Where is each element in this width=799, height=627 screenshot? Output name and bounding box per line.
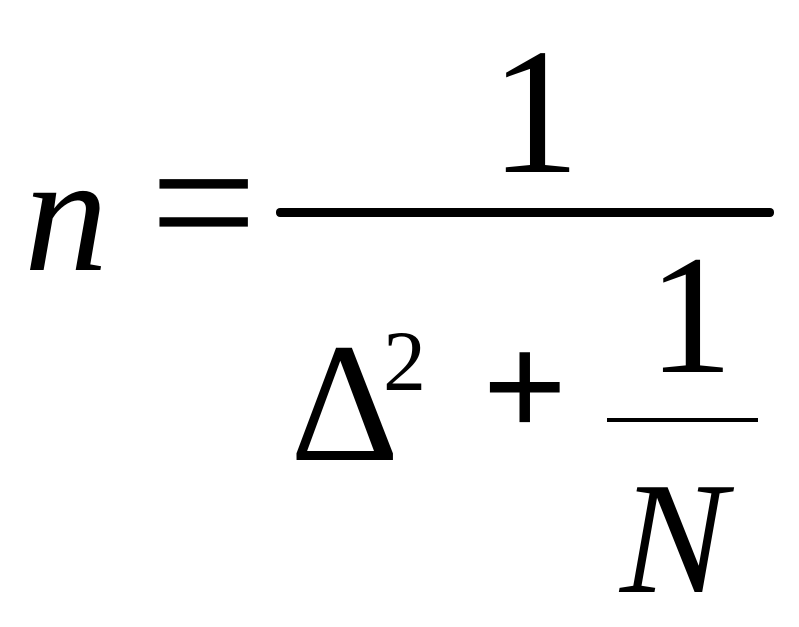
variable-capital-n: N	[620, 449, 727, 627]
inner-fraction-bar	[607, 418, 758, 422]
main-fraction-bar	[276, 208, 774, 217]
exponent-two: 2	[383, 313, 426, 409]
inner-numerator: 1	[648, 221, 733, 409]
delta-symbol: Δ	[290, 309, 400, 497]
variable-n: n	[24, 121, 108, 307]
equals-sign: =	[150, 98, 258, 308]
main-numerator: 1	[490, 12, 580, 211]
plus-sign: +	[482, 304, 568, 470]
